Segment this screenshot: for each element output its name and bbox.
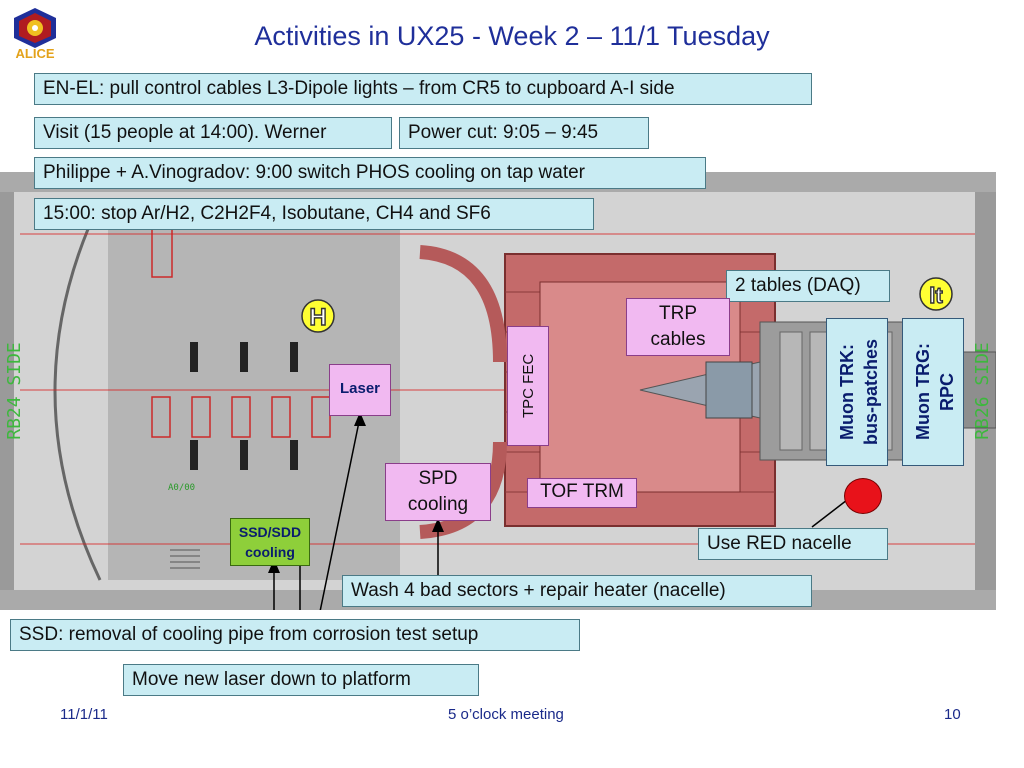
spot-code: A0/00 — [168, 483, 195, 493]
note-red-nacelle: Use RED nacelle — [698, 528, 888, 560]
side-label-right: RB26 SIDE — [972, 342, 993, 440]
side-label-left: RB24 SIDE — [4, 342, 25, 440]
label-muon-trk-text: Muon TRK: bus-patches — [837, 338, 881, 446]
red-nacelle-marker — [844, 478, 882, 514]
label-muon-trg: Muon TRG: RPC — [902, 318, 964, 466]
helipad-sign-icon: H — [301, 299, 335, 333]
label-tpc-fec: TPC FEC — [507, 326, 549, 446]
footer-page-number: 10 — [944, 706, 961, 723]
note-two-tables: 2 tables (DAQ) — [726, 270, 890, 302]
note-visit: Visit (15 people at 14:00). Werner — [34, 117, 392, 149]
label-trp-cables: TRP cables — [626, 298, 730, 356]
note-ssd-removal: SSD: removal of cooling pipe from corros… — [10, 619, 580, 651]
logo-text: ALICE — [16, 46, 55, 60]
lift-sign-icon: lt — [919, 277, 953, 311]
note-phos-cooling: Philippe + A.Vinogradov: 9:00 switch PHO… — [34, 157, 706, 189]
note-stop-gas: 15:00: stop Ar/H2, C2H2F4, Isobutane, CH… — [34, 198, 594, 230]
svg-text:H: H — [309, 304, 326, 331]
note-wash-sectors: Wash 4 bad sectors + repair heater (nace… — [342, 575, 812, 607]
svg-text:lt: lt — [929, 283, 943, 308]
label-muon-trg-text: Muon TRG: RPC — [913, 343, 957, 441]
note-en-el-cables: EN-EL: pull control cables L3-Dipole lig… — [34, 73, 812, 105]
note-power-cut: Power cut: 9:05 – 9:45 — [399, 117, 649, 149]
label-ssd-sdd-cooling: SSD/SDD cooling — [230, 518, 310, 566]
alice-logo-icon: ALICE — [14, 8, 56, 60]
slide-title: Activities in UX25 - Week 2 – 11/1 Tuesd… — [254, 21, 770, 51]
label-laser: Laser — [329, 364, 391, 416]
footer-meeting: 5 o’clock meeting — [448, 706, 564, 723]
label-spd-cooling: SPD cooling — [385, 463, 491, 521]
note-move-laser: Move new laser down to platform — [123, 664, 479, 696]
label-tof-trm: TOF TRM — [527, 478, 637, 508]
label-tpc-fec-text: TPC FEC — [520, 353, 537, 419]
label-muon-trk: Muon TRK: bus-patches — [826, 318, 888, 466]
footer-date: 11/1/11 — [60, 706, 108, 723]
